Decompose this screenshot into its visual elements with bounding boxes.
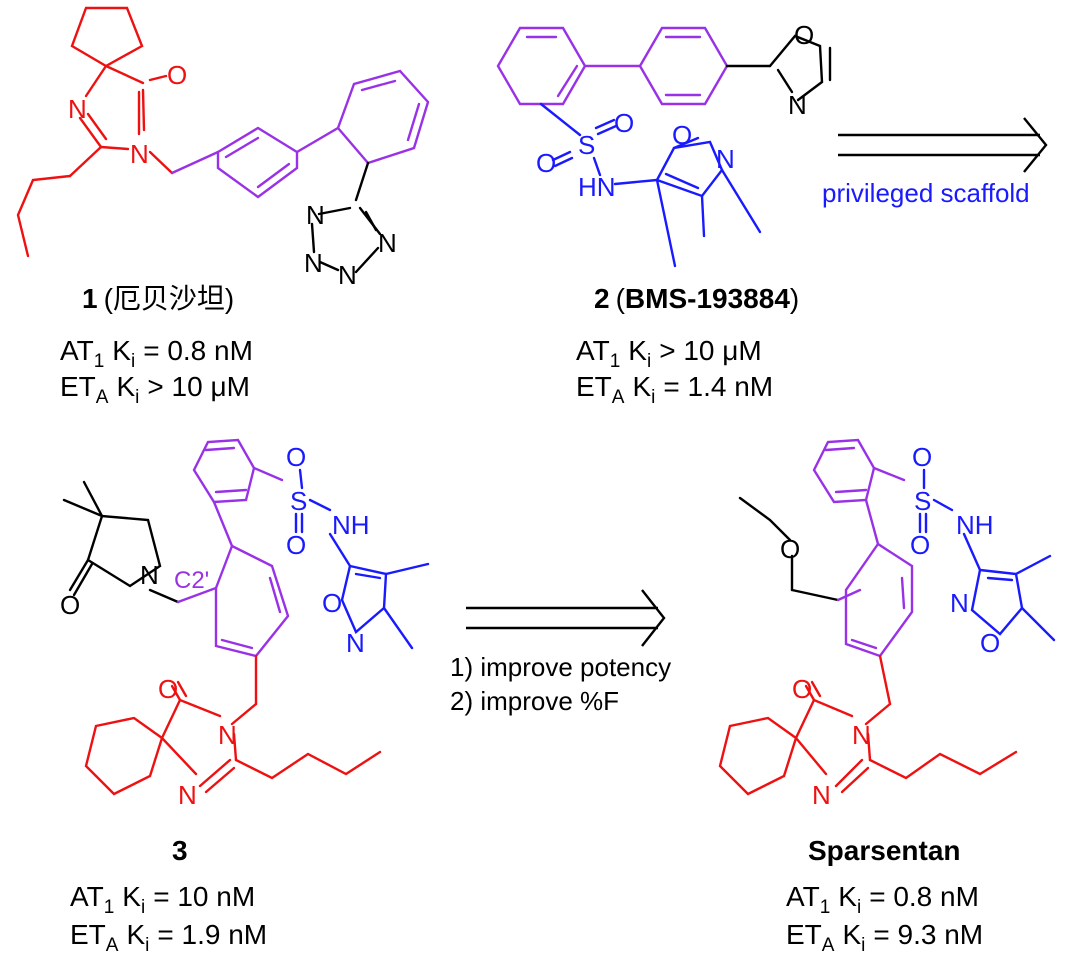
atom-label: S — [578, 130, 595, 160]
compound-1-name: (厄贝沙坦) — [104, 283, 235, 314]
compound-2-name: BMS-193884 — [625, 283, 790, 314]
atom-label: O — [792, 674, 812, 704]
atom-label: N — [178, 780, 197, 810]
compound-3-spiro-ring — [84, 654, 382, 796]
atom-label: N — [852, 720, 871, 750]
top-arrow — [838, 117, 1048, 173]
atom-label: O — [286, 530, 306, 560]
atom-label: HN — [578, 172, 616, 202]
sparsentan-atom-labels: O O S NH O N O O N N — [780, 442, 1000, 810]
compound-3-atom-labels: N O C2' O S NH O O N O N N — [60, 442, 370, 810]
compound-3-lactam — [62, 480, 180, 604]
sparsentan-ethoxymethyl — [738, 496, 840, 602]
compound-3-structure — [62, 438, 430, 796]
atom-label: O — [912, 442, 932, 472]
atom-label: N — [378, 228, 397, 258]
atom-label: N — [140, 560, 159, 590]
compound-2-title: 2(BMS-193884) — [594, 283, 799, 314]
compound-2-oxazole — [725, 34, 832, 102]
bottom-arrow-step2: 2) improve %F — [450, 686, 619, 716]
atom-label: O — [167, 60, 187, 90]
compound-1-structure — [16, 6, 430, 274]
top-arrow-label: privileged scaffold — [822, 178, 1030, 208]
compound-1-tetrazole — [310, 161, 382, 274]
atom-label: N — [788, 90, 807, 120]
compound-2-sulfonamide — [539, 102, 762, 268]
atom-label: N — [68, 94, 87, 124]
atom-label: N — [218, 720, 237, 750]
atom-label: O — [60, 590, 80, 620]
atom-label: N — [338, 260, 357, 290]
atom-label: O — [158, 674, 178, 704]
sparsentan-biphenyl — [812, 438, 914, 658]
compound-2-id: 2 — [594, 283, 610, 314]
atom-label: N — [130, 139, 149, 169]
atom-label: N — [812, 780, 831, 810]
compound-1-id: 1 — [82, 283, 98, 314]
atom-label: O — [980, 628, 1000, 658]
compound-3-biphenyl — [176, 438, 290, 658]
compound-2-biphenyl — [496, 26, 729, 106]
atom-label: N — [306, 200, 325, 230]
atom-label: N — [716, 144, 735, 174]
atom-label: O — [322, 588, 342, 618]
atom-label: O — [780, 534, 800, 564]
compound-1-biphenyl — [148, 69, 430, 199]
sparsentan-structure — [718, 438, 1056, 796]
compound-2-structure — [496, 26, 832, 268]
bottom-arrow — [466, 589, 666, 647]
atom-label: O — [910, 530, 930, 560]
atom-label: O — [286, 442, 306, 472]
atom-label: N — [304, 248, 323, 278]
atom-label: S — [914, 486, 931, 516]
atom-label: O — [614, 108, 634, 138]
atom-label: S — [290, 486, 307, 516]
compound-3-sulfonamide — [294, 468, 430, 650]
compound-1-spiro-ring — [16, 6, 168, 258]
atom-label: C2' — [174, 567, 209, 594]
compound-1-title: 1(厄贝沙坦) — [82, 283, 234, 314]
compound-1-atom-labels: O N N N N N N — [68, 60, 397, 290]
sparsentan-id: Sparsentan — [808, 835, 961, 866]
atom-label: O — [794, 20, 814, 50]
bottom-arrow-step1: 1) improve potency — [450, 652, 671, 682]
atom-label: NH — [332, 510, 370, 540]
atom-label: N — [950, 588, 969, 618]
atom-label: N — [346, 628, 365, 658]
compound-3-id: 3 — [172, 835, 188, 866]
atom-label: O — [536, 148, 556, 178]
atom-label: NH — [956, 510, 994, 540]
compound-2-atom-labels: O N S O O HN O N — [536, 20, 814, 202]
sparsentan-spiro-ring — [718, 654, 1018, 796]
atom-label: O — [672, 120, 692, 150]
sparsentan-sulfonamide — [918, 468, 1056, 642]
